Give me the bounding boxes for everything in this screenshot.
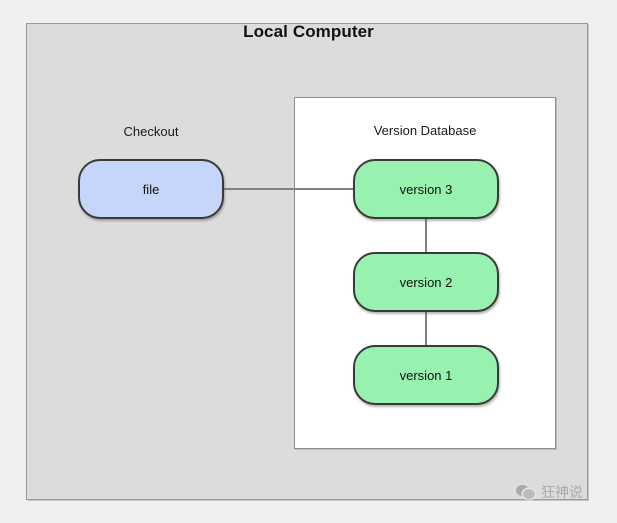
checkout-label: Checkout xyxy=(123,124,179,139)
connector-version2-to-version1 xyxy=(425,311,427,346)
node-version-2[interactable]: version 2 xyxy=(353,252,499,312)
connector-file-to-version3 xyxy=(224,188,354,190)
watermark-text: 狂神说 xyxy=(541,485,583,501)
node-file[interactable]: file xyxy=(78,159,224,219)
local-computer-title: Local Computer xyxy=(243,22,374,41)
connector-version3-to-version2 xyxy=(425,218,427,253)
node-version-3[interactable]: version 3 xyxy=(353,159,499,219)
node-version-1[interactable]: version 1 xyxy=(353,345,499,405)
wechat-icon xyxy=(516,484,536,501)
version-database-title: Version Database xyxy=(373,123,477,138)
watermark: 狂神说 xyxy=(516,482,583,502)
